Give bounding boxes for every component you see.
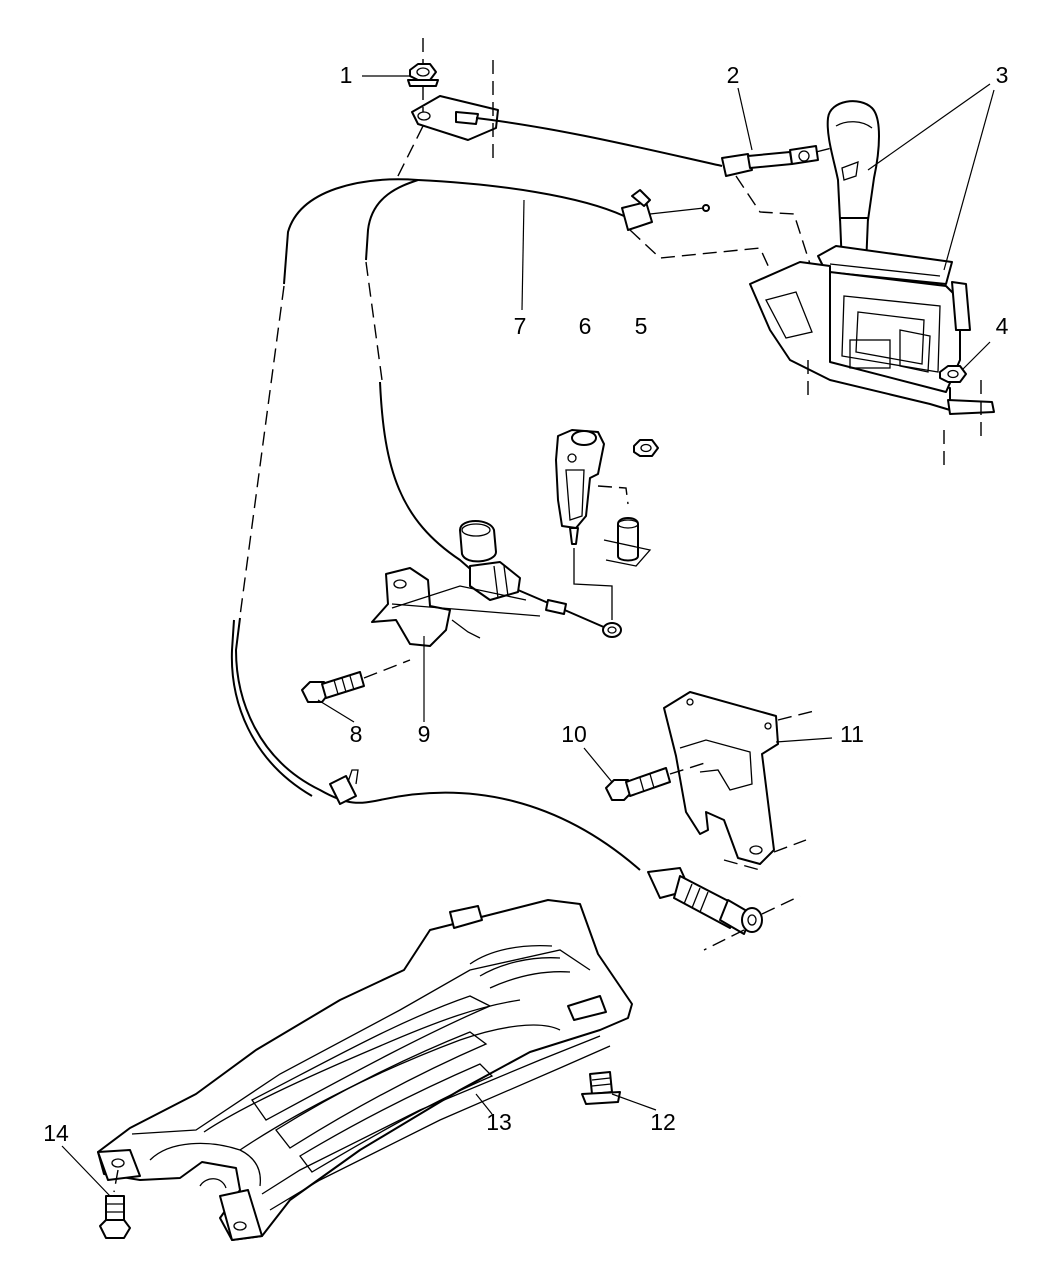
callout-7: 7 (514, 313, 527, 339)
callout-4: 4 (996, 313, 1009, 339)
lower-cable-run (230, 381, 641, 871)
part-13-shield (97, 899, 633, 1241)
callout-9: 9 (418, 721, 431, 747)
part-12-bolt (581, 1071, 621, 1105)
part-6-bracket (555, 429, 652, 620)
callout-14: 14 (43, 1120, 69, 1146)
callout-8: 8 (350, 721, 363, 747)
part-7-shift-cable (239, 178, 771, 617)
callout-3: 3 (996, 62, 1009, 88)
callout-6: 6 (579, 313, 592, 339)
part-5-nut (633, 439, 659, 457)
callout-labels: 1 2 3 4 5 6 7 8 9 10 11 12 13 14 (43, 62, 1008, 1146)
part-14-bolt (99, 1169, 131, 1239)
part-1-nut (407, 38, 439, 87)
callout-1: 1 (340, 62, 353, 88)
part-3-shifter-assembly (749, 100, 995, 470)
callout-12: 12 (650, 1109, 676, 1135)
part-8-bolt (301, 659, 411, 703)
callout-11: 11 (840, 721, 864, 747)
part-2-interlock-cable (475, 117, 841, 265)
callout-13: 13 (486, 1109, 512, 1135)
callout-2: 2 (727, 62, 740, 88)
cable-end-fitting (647, 867, 801, 951)
callout-5: 5 (635, 313, 648, 339)
part-4-nut (939, 365, 967, 383)
cable-adjuster (459, 520, 622, 638)
part-9-cable-bracket (371, 567, 541, 647)
callout-leaders (61, 75, 995, 1197)
upper-cable-bracket (395, 60, 499, 181)
part-10-bolt (605, 761, 709, 801)
callout-10: 10 (561, 721, 587, 747)
part-11-mount-bracket (663, 691, 819, 871)
